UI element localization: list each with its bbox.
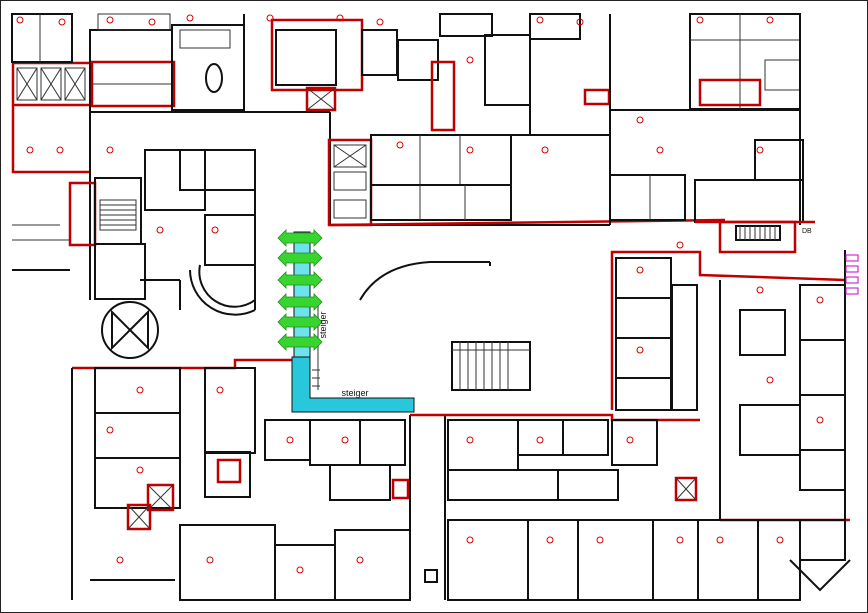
steiger-corner-walkway	[291, 356, 415, 413]
wing-top-left	[11, 13, 330, 359]
double-arrow-icon	[277, 313, 323, 331]
double-arrow-icon	[277, 271, 323, 289]
wing-right-middle	[610, 250, 850, 522]
double-arrow-icon	[277, 229, 323, 247]
annotation-markers	[16, 14, 824, 574]
central-atrium	[317, 261, 531, 391]
wing-bottom-right	[410, 413, 851, 601]
green-arrows	[277, 229, 323, 351]
steiger-label-vertical: steiger	[318, 311, 328, 338]
wing-top-right	[689, 13, 815, 254]
corner-code-label: DB	[802, 228, 812, 235]
edge-markers	[845, 254, 859, 295]
steiger-label-horizontal: steiger	[341, 388, 368, 398]
double-arrow-icon	[277, 293, 323, 311]
double-arrow-icon	[277, 249, 323, 267]
wing-top-center	[270, 13, 726, 227]
double-arrow-icon	[277, 333, 323, 351]
wing-bottom-left	[71, 358, 446, 601]
